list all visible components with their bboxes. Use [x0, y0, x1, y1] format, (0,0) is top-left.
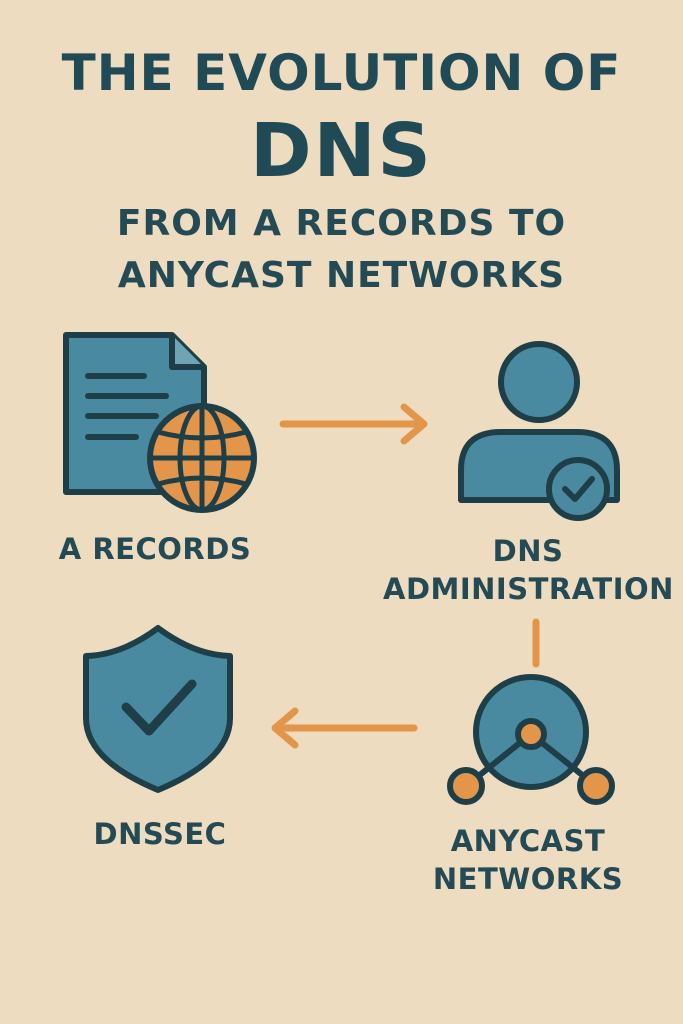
label-anycast-networks-line-2: NETWORKS [432, 862, 624, 896]
title-line-1: THE EVOLUTION OF [61, 44, 622, 102]
label-dnssec: DNSSEC [93, 817, 227, 851]
shield-check-icon [83, 625, 233, 793]
label-dns-administration-line-2: ADMINISTRATION [383, 572, 674, 606]
title-line-2: DNS [250, 108, 433, 194]
user-check-icon [458, 341, 620, 521]
arrow-right-icon [279, 403, 428, 445]
document-globe-icon [63, 332, 257, 513]
network-node-icon [447, 674, 615, 805]
subtitle-line-2: ANYCAST NETWORKS [117, 255, 566, 296]
label-dns-administration: DNS ADMINISTRATION [383, 532, 673, 608]
arrow-left-icon [271, 707, 418, 749]
subtitle-line-1: FROM A RECORDS TO [116, 203, 567, 244]
label-dns-administration-line-1: DNS [492, 534, 564, 568]
subtitle: FROM A RECORDS TO ANYCAST NETWORKS [0, 198, 683, 302]
label-anycast-networks: ANYCAST NETWORKS [413, 822, 643, 898]
label-anycast-networks-line-1: ANYCAST [450, 824, 606, 858]
label-a-records: A RECORDS [58, 532, 252, 566]
